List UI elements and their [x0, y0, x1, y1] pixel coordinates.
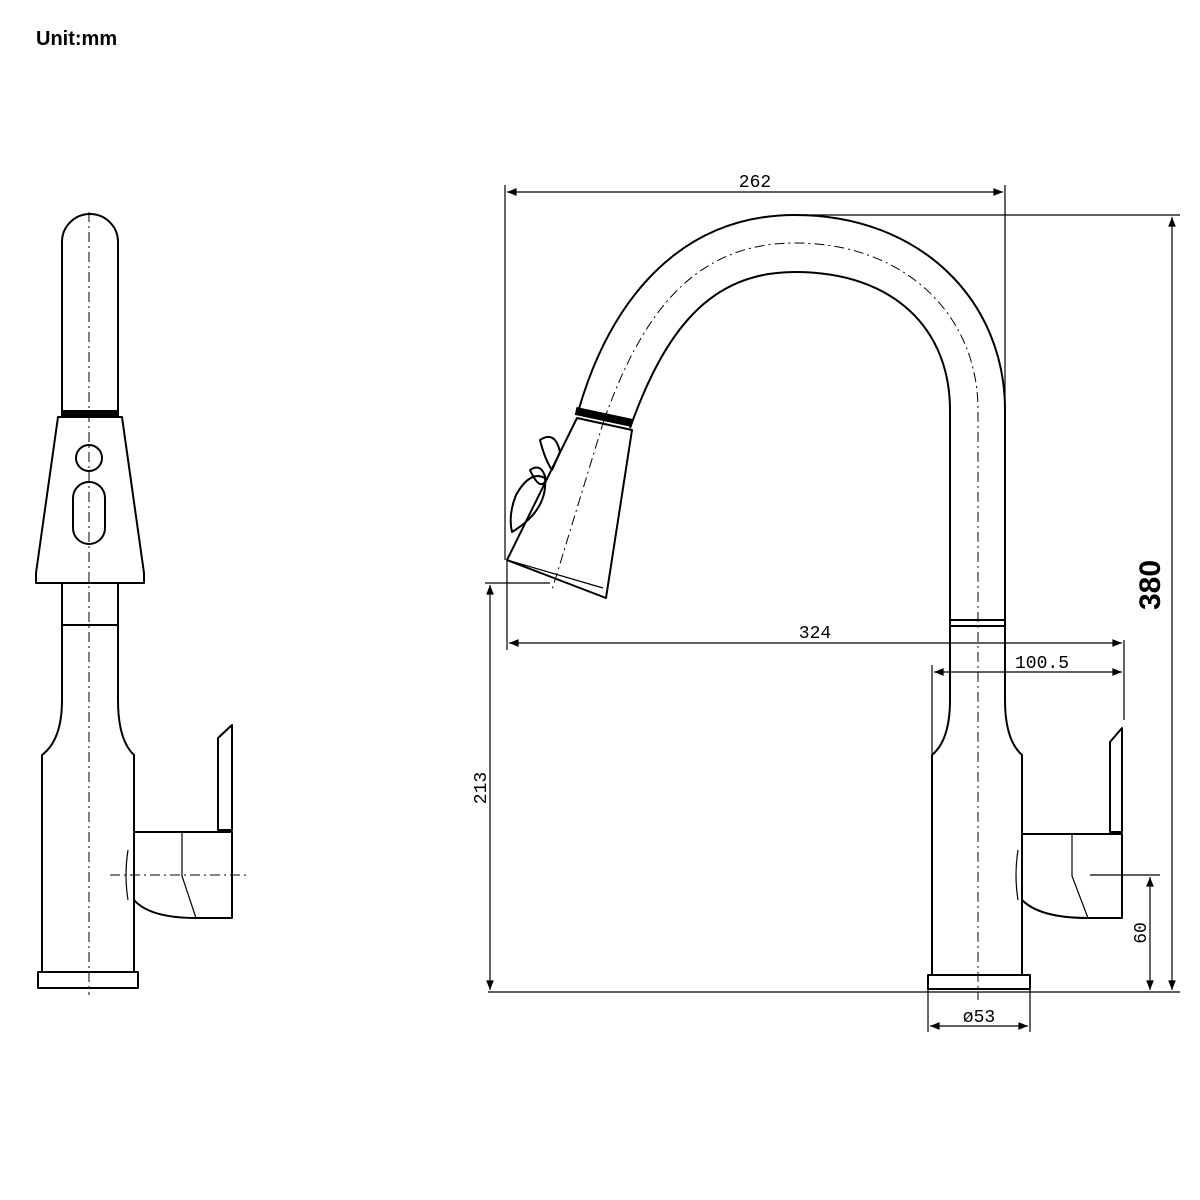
- front-body: [931, 626, 1023, 976]
- spout-centerline: [603, 242, 979, 1000]
- side-spout-top: [61, 213, 119, 413]
- label-213: 213: [472, 772, 492, 804]
- spout-arc-inner: [629, 271, 951, 620]
- spout-arc-outer: [577, 214, 1006, 620]
- front-handle-curve: [1015, 849, 1019, 901]
- faucet-side-view: [35, 212, 246, 995]
- spray-button-3: [509, 475, 547, 533]
- side-neck: [61, 582, 119, 626]
- spray-band: [574, 407, 634, 427]
- side-handle-curve: [125, 849, 129, 901]
- side-band-top: [61, 410, 119, 416]
- dimension-lines: [485, 185, 1180, 1032]
- side-base: [37, 971, 139, 989]
- side-handle-edge: [181, 832, 197, 919]
- side-handle-lever: [217, 724, 233, 831]
- side-spray-head: [35, 416, 145, 584]
- label-1005: 100.5: [1015, 654, 1069, 674]
- label-380: 380: [1134, 560, 1167, 610]
- label-324: 324: [799, 624, 831, 644]
- spray-centerline: [551, 419, 605, 591]
- side-button-round: [75, 444, 103, 472]
- spray-button-1: [539, 436, 561, 471]
- front-handle-edge: [1071, 834, 1089, 919]
- front-handle-block: [1021, 833, 1123, 919]
- label-262: 262: [739, 173, 771, 193]
- label-60: 60: [1132, 922, 1152, 944]
- label-53: ø53: [963, 1008, 995, 1028]
- side-body: [41, 625, 135, 973]
- faucet-front-view: [506, 214, 1123, 1000]
- front-base: [927, 974, 1031, 990]
- front-neck-band: [949, 619, 1006, 627]
- unit-label: Unit:mm: [36, 28, 118, 50]
- side-handle-block: [133, 831, 233, 919]
- front-handle-lever: [1109, 727, 1123, 833]
- spray-head: [506, 417, 633, 599]
- spray-head-face: [506, 559, 604, 589]
- dimension-labels: 262 380 324 100.5 213 60 ø53: [472, 173, 1167, 1028]
